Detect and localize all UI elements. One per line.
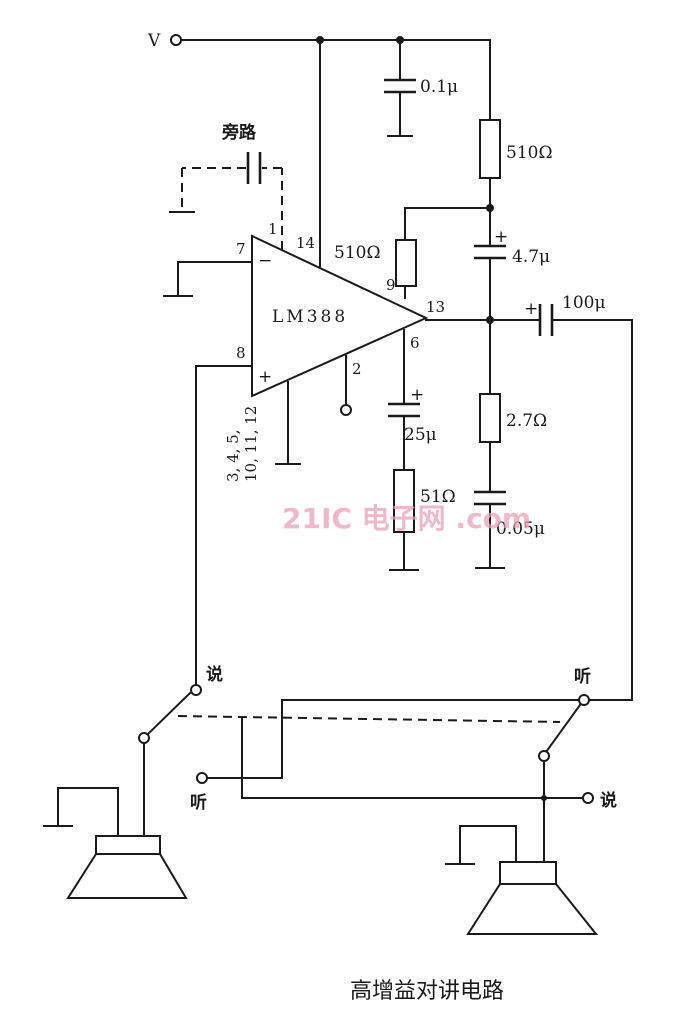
ic-minus-input: − bbox=[258, 251, 272, 271]
bypass-label: 旁路 bbox=[221, 122, 257, 143]
ground-pins-line1: 3, 4, 5, bbox=[224, 430, 242, 482]
pin6-capacitor-label: 25μ bbox=[404, 425, 437, 445]
bootstrap-capacitor-polarity: + bbox=[494, 227, 508, 247]
feedback-resistor bbox=[395, 207, 491, 299]
pin-1-label: 1 bbox=[268, 220, 278, 238]
pin-8-label: 8 bbox=[236, 344, 246, 362]
pin-13-label: 13 bbox=[426, 298, 445, 316]
supply-rail bbox=[170, 34, 491, 46]
left-speaker bbox=[43, 787, 188, 899]
ground-pins-line2: 10, 11, 12 bbox=[242, 406, 260, 482]
ground-pins bbox=[275, 381, 301, 465]
pin7-ground bbox=[163, 261, 253, 297]
supply-bypass-capacitor bbox=[384, 39, 416, 137]
switch-gang-link bbox=[177, 715, 561, 723]
right-speaker bbox=[445, 825, 599, 935]
pin-14-label: 14 bbox=[296, 234, 315, 252]
watermark: 21IC 电子网 .com bbox=[282, 502, 531, 535]
left-talk-label: 说 bbox=[206, 664, 223, 685]
output-snubber bbox=[474, 319, 506, 569]
pin-2-label: 2 bbox=[352, 360, 362, 378]
pin6-network bbox=[388, 329, 420, 571]
pin-6-label: 6 bbox=[410, 334, 420, 352]
watermark-text: 21IC 电子网 .com bbox=[282, 502, 531, 535]
supply-resistor-label: 510Ω bbox=[506, 143, 553, 163]
output-net bbox=[425, 304, 633, 701]
ic-plus-input: + bbox=[258, 367, 272, 387]
supply-resistor bbox=[479, 39, 501, 212]
right-switch bbox=[241, 694, 594, 863]
feedback-resistor-label: 510Ω bbox=[334, 243, 381, 263]
lm388-amplifier bbox=[251, 234, 429, 398]
right-talk-label: 说 bbox=[600, 790, 617, 811]
output-capacitor-polarity: + bbox=[524, 299, 538, 319]
bootstrap-capacitor-label: 4.7μ bbox=[512, 247, 550, 267]
supply-bypass-capacitor-label: 0.1μ bbox=[420, 77, 458, 97]
pin-9-label: 9 bbox=[386, 276, 396, 294]
pin2-terminal bbox=[340, 355, 352, 416]
snubber-capacitor-label: 0.05μ bbox=[496, 519, 545, 539]
ground-pins-label: 3, 4, 5, 10, 11, 12 bbox=[224, 406, 260, 482]
output-capacitor-label: 100μ bbox=[562, 293, 606, 313]
left-switch bbox=[138, 663, 581, 837]
left-listen-label: 听 bbox=[190, 792, 207, 813]
ic-name: LM388 bbox=[272, 307, 348, 327]
supply-label: V bbox=[147, 31, 161, 51]
pin6-capacitor-polarity: + bbox=[410, 385, 424, 405]
pin6-resistor-label: 51Ω bbox=[420, 487, 456, 507]
bypass-capacitor bbox=[169, 152, 283, 250]
pin-7-label: 7 bbox=[236, 240, 246, 258]
diagram-title: 高增益对讲电路 bbox=[350, 979, 504, 1004]
snubber-resistor-label: 2.7Ω bbox=[506, 411, 547, 431]
bootstrap-capacitor bbox=[474, 207, 506, 324]
right-listen-label: 听 bbox=[574, 666, 591, 687]
